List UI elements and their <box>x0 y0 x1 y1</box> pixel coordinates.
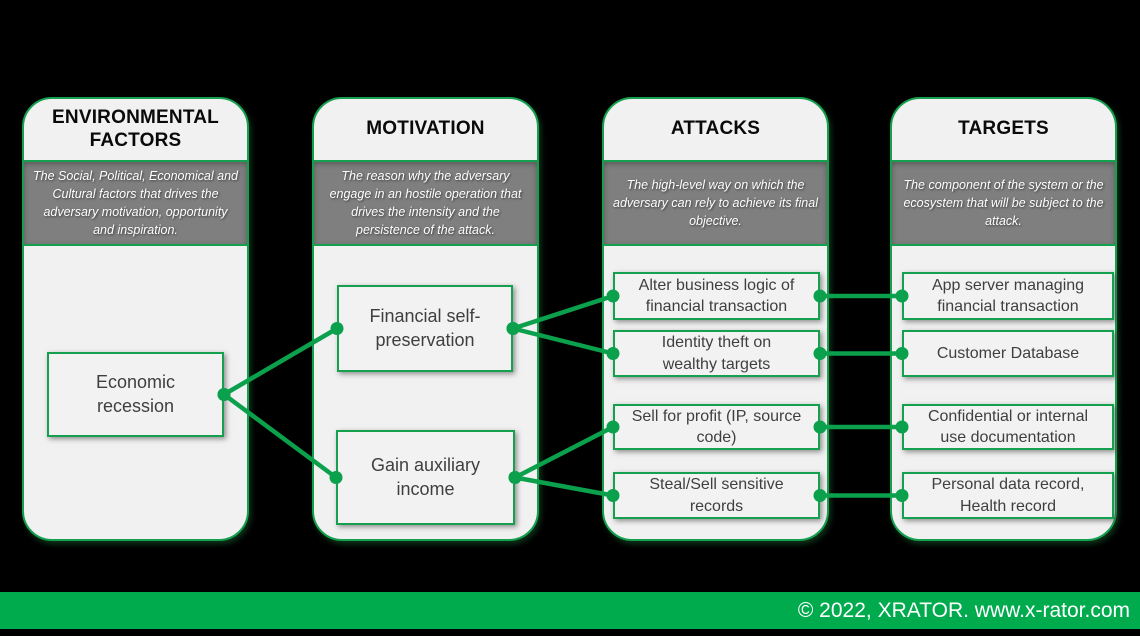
node-identity-theft: Identity theft on wealthy targets <box>613 330 820 377</box>
column-title: TARGETS <box>958 118 1049 140</box>
node-financial-self-preservation: Financial self- preservation <box>337 285 513 372</box>
column-description: The Social, Political, Economical and Cu… <box>24 160 247 246</box>
column-title: ENVIRONMENTAL FACTORS <box>52 107 219 151</box>
footer-bar: © 2022, XRATOR. www.x-rator.com <box>0 592 1140 629</box>
column-description: The reason why the adversary engage in a… <box>314 160 537 246</box>
node-personal-data: Personal data record, Health record <box>902 472 1114 519</box>
node-app-server: App server managing financial transactio… <box>902 272 1114 320</box>
column-title: MOTIVATION <box>366 118 485 140</box>
column-environmental-factors: ENVIRONMENTAL FACTORS The Social, Politi… <box>22 97 249 541</box>
column-title: ATTACKS <box>670 118 761 140</box>
node-economic-recession: Economic recession <box>47 352 224 437</box>
column-description: The component of the system or the ecosy… <box>892 160 1115 246</box>
node-sell-for-profit: Sell for profit (IP, source code) <box>613 404 820 450</box>
node-confidential-docs: Confidential or internal use documentati… <box>902 404 1114 450</box>
node-customer-database: Customer Database <box>902 330 1114 377</box>
column-description: The high-level way on which the adversar… <box>604 160 827 246</box>
node-gain-auxiliary-income: Gain auxiliary income <box>336 430 515 525</box>
node-steal-sell-records: Steal/Sell sensitive records <box>613 472 820 519</box>
copyright-text: © 2022, XRATOR. www.x-rator.com <box>797 598 1130 622</box>
node-alter-business-logic: Alter business logic of financial transa… <box>613 272 820 320</box>
